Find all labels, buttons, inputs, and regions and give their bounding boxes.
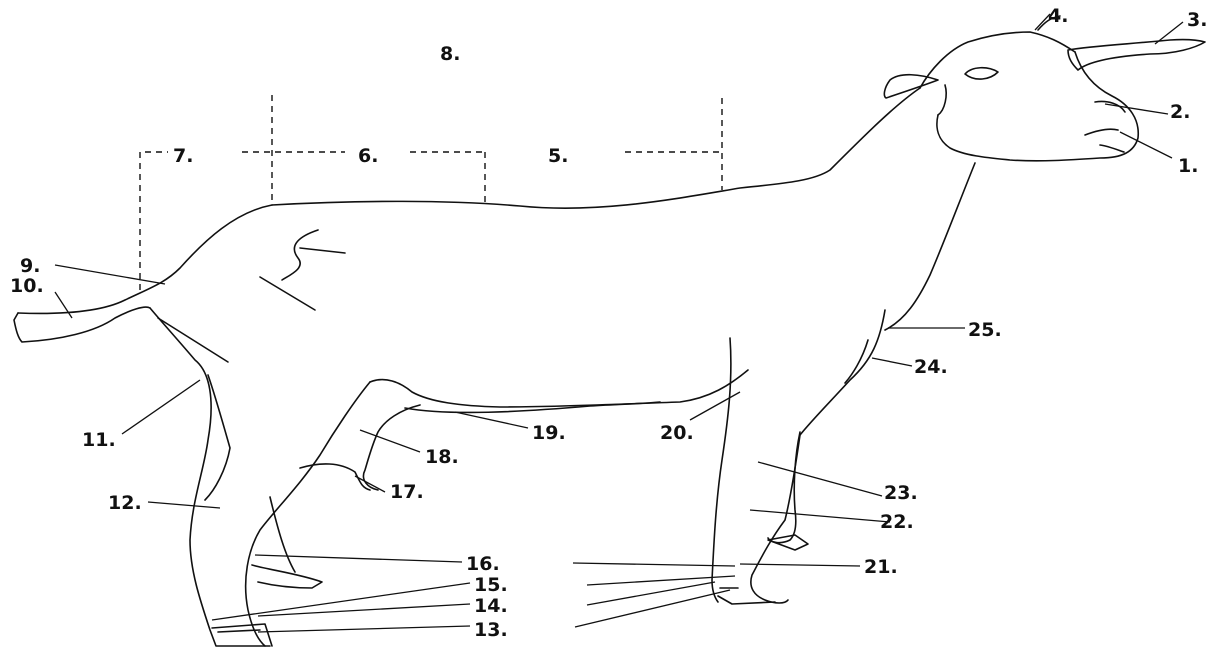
leader-lines <box>55 14 1183 632</box>
label-6: 6. <box>358 145 378 167</box>
label-3: 3. <box>1187 9 1207 31</box>
face <box>937 52 1138 161</box>
leader-18 <box>360 430 420 452</box>
label-11: 11. <box>82 429 116 451</box>
label-10: 10. <box>10 275 44 297</box>
thigh-mark <box>282 230 318 280</box>
leader-16 <box>255 555 462 562</box>
label-25: 25. <box>968 319 1002 341</box>
label-16: 16. <box>466 553 500 575</box>
label-20: 20. <box>660 422 694 444</box>
hind-dewclaw <box>252 565 322 588</box>
leader-1 <box>1120 132 1172 158</box>
label-1: 1. <box>1178 155 1198 177</box>
eye <box>965 68 998 79</box>
region-markers <box>140 95 722 290</box>
horn <box>1068 40 1205 70</box>
leader-14 <box>258 604 470 616</box>
front-leg-rear <box>712 338 731 602</box>
label-21: 21. <box>864 556 898 578</box>
hind-hoof <box>212 624 272 646</box>
udder <box>370 370 748 407</box>
goat-outline <box>14 16 1205 646</box>
mouth <box>1085 129 1124 152</box>
label-22: 22. <box>880 511 914 533</box>
label-23: 23. <box>884 482 918 504</box>
leader-9 <box>55 265 165 284</box>
front-leg-front <box>751 435 800 603</box>
label-17: 17. <box>390 481 424 503</box>
label-5: 5. <box>548 145 568 167</box>
label-13: 13. <box>474 619 508 641</box>
flank-line <box>260 277 315 310</box>
label-14: 14. <box>474 595 508 617</box>
label-4: 4. <box>1048 5 1068 27</box>
leader-13 <box>258 626 470 632</box>
label-24: 24. <box>914 356 948 378</box>
marker-7 <box>140 152 168 290</box>
hind-pastern <box>270 497 295 572</box>
neck-front <box>885 163 975 330</box>
leader-20 <box>690 392 740 420</box>
hip-line <box>300 248 345 253</box>
leader-23 <box>758 462 882 496</box>
leader-2 <box>1105 104 1168 114</box>
hind-leg-rear <box>150 308 270 646</box>
leader-24 <box>872 358 912 366</box>
leader-11 <box>122 380 200 434</box>
label-7: 7. <box>173 145 193 167</box>
leader-14b <box>587 582 715 605</box>
tail <box>14 307 150 342</box>
leader-10 <box>55 292 72 318</box>
udder-lower <box>363 405 420 490</box>
rump-line <box>18 205 272 313</box>
foreleg-far <box>768 432 800 543</box>
label-2: 2. <box>1170 101 1190 123</box>
hamstring-line <box>158 318 228 362</box>
label-9: 9. <box>20 255 40 277</box>
label-18: 18. <box>425 446 459 468</box>
label-8: 8. <box>440 43 460 65</box>
leader-19 <box>455 412 528 428</box>
leader-15 <box>212 583 470 620</box>
brisket <box>800 310 885 435</box>
label-15: 15. <box>474 574 508 596</box>
head-top <box>920 32 1075 88</box>
label-19: 19. <box>532 422 566 444</box>
dewlap <box>845 340 868 383</box>
leader-13b <box>575 590 730 627</box>
leader-16b <box>573 563 735 566</box>
neck-line <box>938 85 946 115</box>
leader-12 <box>148 502 220 508</box>
label-12: 12. <box>108 492 142 514</box>
leader-22 <box>750 510 890 522</box>
